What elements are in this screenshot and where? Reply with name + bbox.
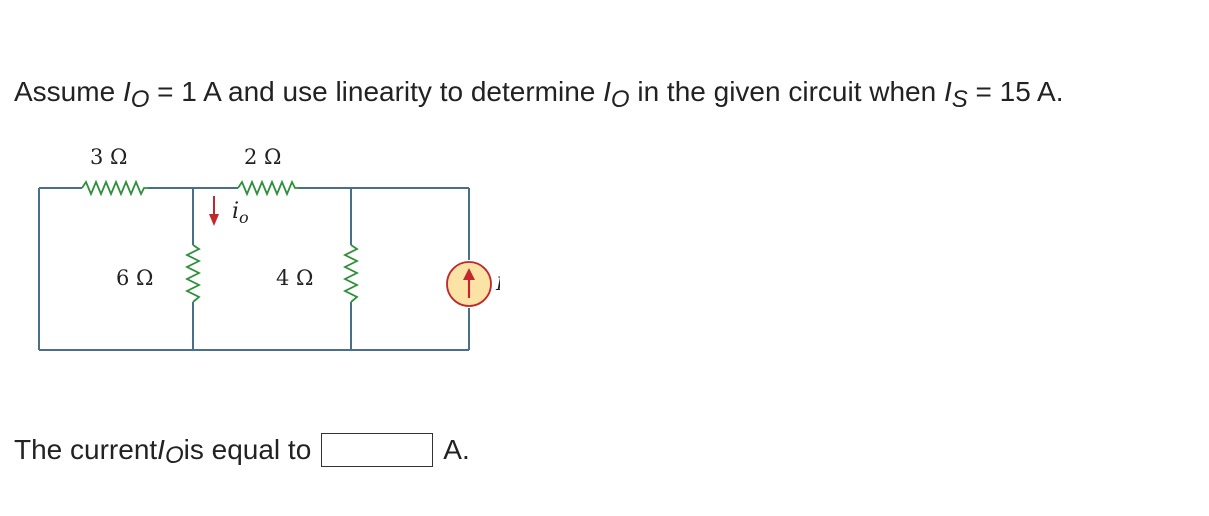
resistor-4ohm-label: 4 Ω (276, 266, 313, 290)
answer-prefix: The current (14, 434, 158, 465)
io-subscript-2: O (610, 86, 630, 113)
is-variable: I (943, 76, 952, 107)
answer-variable: I (157, 434, 165, 465)
circuit-wires (38, 187, 470, 351)
resistor-2ohm-label: 2 Ω (244, 145, 281, 169)
io-label: io (232, 199, 249, 227)
question-part-1: Assume (14, 76, 123, 107)
is-subscript: S (951, 86, 968, 113)
resistor-3ohm-icon (81, 179, 148, 197)
io-subscript: O (130, 86, 150, 113)
resistor-2ohm-icon (237, 179, 298, 197)
io-arrow-icon (209, 196, 219, 226)
question-text: Assume IO = 1 A and use linearity to det… (14, 72, 1064, 114)
resistor-3ohm-label: 3 Ω (90, 145, 127, 169)
answer-middle: is equal to (183, 434, 312, 465)
circuit-diagram: 3 Ω 2 Ω 6 Ω 4 Ω io Is (38, 145, 500, 351)
answer-variable-subscript: O (164, 442, 184, 469)
resistor-6ohm-icon (184, 244, 202, 303)
question-part-3: in the given circuit when (629, 76, 944, 107)
current-source-icon (446, 261, 492, 307)
resistor-6ohm-label: 6 Ω (116, 266, 153, 290)
answer-input[interactable] (321, 433, 434, 467)
io-variable: I (122, 76, 131, 107)
answer-unit: A. (443, 434, 470, 465)
resistor-4ohm-icon (342, 244, 360, 303)
io-variable-2: I (603, 76, 611, 107)
question-part-4: = 15 A. (967, 76, 1064, 107)
question-part-2: = 1 A and use linearity to determine (149, 76, 604, 107)
source-label: Is (495, 273, 500, 296)
